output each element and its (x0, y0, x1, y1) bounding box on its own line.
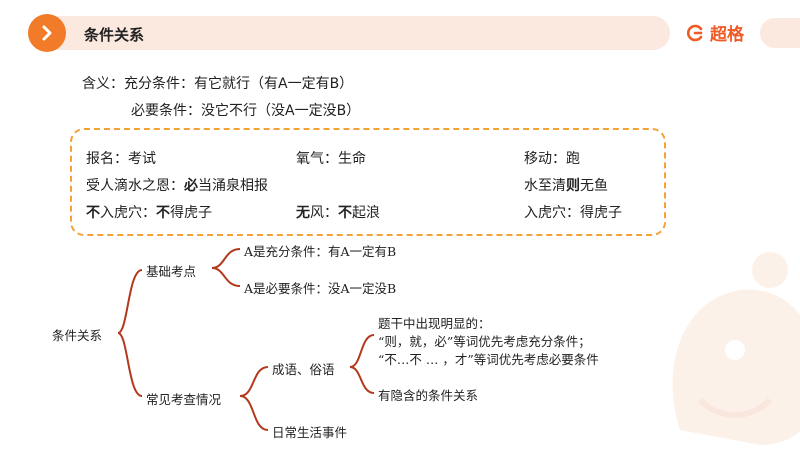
tree-basic-a: A是充分条件：有A一定有B (244, 244, 397, 259)
tree-idiom-note-3: “不…不 … ，才”等词优先考虑必要条件 (378, 352, 599, 367)
example-r1c3: 移动：跑 (524, 151, 580, 167)
next-arrow-icon[interactable] (28, 14, 66, 52)
example-r3c2-b2: 不 (338, 205, 352, 221)
example-r2c1-post: 当涌泉相报 (198, 178, 268, 194)
title-bar (30, 16, 670, 50)
page-title: 条件关系 (84, 26, 145, 44)
example-r3c2-b1: 无 (296, 205, 310, 221)
example-r2c1-bold: 必 (184, 178, 198, 194)
example-r2c1-pre: 受人滴水之恩： (86, 178, 184, 194)
tree-idiom: 成语、俗语 (272, 362, 335, 377)
mascot-watermark (672, 252, 800, 445)
example-r3c1: 不入虎穴：不得虎子 (86, 202, 212, 222)
example-r2c3-pre: 水至清 (524, 178, 566, 194)
tree-idiom-note-1: 题干中出现明显的： (378, 316, 491, 331)
meaning-line-2: 必要条件：没它不行（没A一定没B） (131, 103, 361, 119)
example-r2c3-bold: 则 (566, 178, 580, 194)
tree-idiom-note-2: “则，就，必”等词优先考虑充分条件； (378, 334, 591, 349)
example-r2c3: 水至清则无鱼 (524, 175, 608, 195)
example-r3c3: 入虎穴：得虎子 (524, 205, 622, 221)
example-r3c1-t1: 入虎穴： (100, 205, 156, 221)
example-r3c1-t2: 得虎子 (170, 205, 212, 221)
example-r2c1: 受人滴水之恩：必当涌泉相报 (86, 175, 268, 195)
logo-icon (687, 24, 703, 41)
example-r3c1-b1: 不 (86, 205, 100, 221)
tree-common: 常见考查情况 (146, 392, 222, 407)
brand-logo: 超格 (686, 20, 744, 45)
examples-box (70, 128, 666, 236)
example-r3c2-t2: 起浪 (352, 205, 380, 221)
example-r1c1: 报名：考试 (86, 151, 156, 167)
tree-root: 条件关系 (52, 328, 103, 343)
tree-basic-b: A是必要条件：没A一定没B (244, 281, 397, 296)
logo-text: 超格 (710, 25, 744, 45)
meaning-line-1: 含义：充分条件：有它就行（有A一定有B） (82, 76, 354, 92)
tree-basic: 基础考点 (146, 264, 197, 279)
example-r2c3-post: 无鱼 (580, 178, 608, 194)
example-r3c2-t1: 风： (310, 205, 338, 221)
example-r3c2: 无风：不起浪 (296, 202, 380, 222)
example-r3c1-b2: 不 (156, 205, 170, 221)
example-r1c2: 氧气：生命 (296, 151, 366, 167)
title-bar-end (760, 18, 800, 48)
tree-idiom-hidden: 有隐含的条件关系 (378, 388, 479, 403)
tree-daily: 日常生活事件 (272, 425, 348, 440)
